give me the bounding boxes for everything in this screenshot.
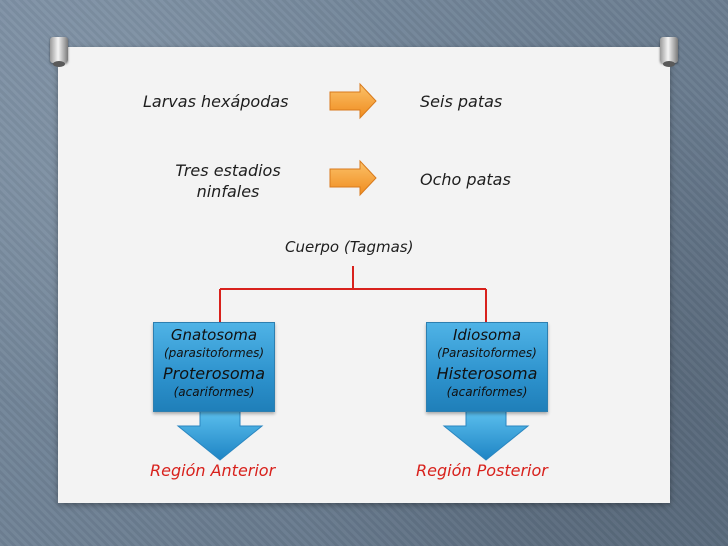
right-arrow-icon xyxy=(329,82,377,120)
row2-left-line1: Tres estadios xyxy=(175,161,281,180)
row2-left-label: Tres estadios ninfales xyxy=(158,160,298,202)
right-arrow-icon xyxy=(329,159,377,197)
down-arrow-icon xyxy=(176,409,264,461)
pin-right-icon xyxy=(660,37,678,67)
tree-connector xyxy=(219,266,487,322)
box-posterior-line2: (Parasitoformes) xyxy=(437,346,537,360)
box-anterior-line4: (acariformes) xyxy=(173,385,255,399)
box-anterior: Gnatosoma (parasitoformes) Proterosoma (… xyxy=(153,322,275,412)
box-anterior-line2: (parasitoformes) xyxy=(163,346,265,360)
box-posterior-line4: (acariformes) xyxy=(446,385,528,399)
region-posterior-label: Región Posterior xyxy=(416,461,548,480)
box-posterior-line1: Idiosoma xyxy=(452,326,522,344)
box-anterior-line3: Proterosoma xyxy=(162,364,265,383)
slide-card xyxy=(58,47,670,503)
box-posterior: Idiosoma (Parasitoformes) Histerosoma (a… xyxy=(426,322,548,412)
region-anterior-label: Región Anterior xyxy=(150,461,276,480)
pin-left-icon xyxy=(50,37,68,67)
down-arrow-icon xyxy=(442,409,530,461)
row1-right-label: Seis patas xyxy=(420,92,503,111)
box-anterior-line1: Gnatosoma xyxy=(170,326,258,344)
row2-left-line2: ninfales xyxy=(196,182,260,201)
box-posterior-line3: Histerosoma xyxy=(436,364,538,383)
row2-right-label: Ocho patas xyxy=(420,170,511,189)
row1-left-label: Larvas hexápodas xyxy=(143,92,289,111)
root-label: Cuerpo (Tagmas) xyxy=(285,238,414,256)
